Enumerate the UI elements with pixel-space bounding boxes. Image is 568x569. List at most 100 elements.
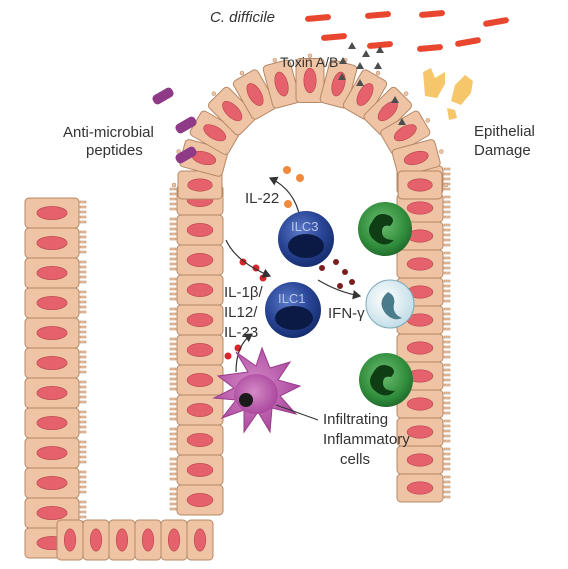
il1b-label: IL-1β/	[224, 284, 263, 301]
epithelial-cell	[262, 59, 301, 109]
microvillus	[79, 260, 87, 264]
microvillus	[79, 265, 87, 269]
toxin-icon	[362, 50, 370, 57]
microvillus	[443, 289, 451, 293]
microvillus	[443, 378, 451, 382]
epithelial-cell	[108, 519, 136, 561]
nucleus	[141, 528, 155, 552]
microvillus	[79, 505, 87, 509]
nucleus	[167, 528, 181, 552]
microvillus	[169, 247, 177, 251]
microvillus	[79, 450, 87, 454]
microvillus	[79, 370, 87, 374]
microvillus	[443, 340, 451, 344]
microvillus	[443, 177, 451, 181]
ifng-label: IFN-γ	[328, 305, 365, 322]
microvillus	[169, 457, 177, 461]
nucleus	[406, 257, 434, 271]
microvillus	[169, 202, 177, 206]
nucleus	[36, 206, 68, 220]
microvillus	[169, 442, 177, 446]
amp-icon	[175, 146, 197, 164]
nucleus	[393, 124, 417, 142]
left-crypt-wall	[24, 197, 87, 559]
microvillus	[443, 243, 451, 247]
microvillus	[79, 295, 87, 299]
nucleus	[406, 201, 434, 215]
pathogen-label: C. difficile	[210, 9, 275, 26]
epithelial-cell	[207, 86, 257, 136]
microvillus	[79, 280, 87, 284]
epithelial-cell	[134, 519, 162, 561]
toxin-icon	[374, 62, 382, 69]
bacteria-group	[305, 10, 509, 52]
nucleus	[186, 283, 214, 297]
epithelial-cell	[24, 197, 80, 229]
microvillus	[443, 261, 451, 265]
microvillus	[443, 406, 451, 410]
epithelial-cell	[176, 454, 224, 486]
microvillus	[169, 432, 177, 436]
nucleus	[115, 528, 129, 552]
epithelial-cell	[295, 58, 325, 103]
infil-label-line2: Inflammatory	[323, 431, 410, 448]
microvillus	[79, 220, 87, 224]
bacteria-icon	[321, 33, 347, 41]
nucleus	[36, 416, 68, 430]
nucleus	[222, 101, 243, 122]
microvillus	[169, 317, 177, 321]
microvillus	[169, 257, 177, 261]
il22-cytokines	[283, 166, 304, 208]
microvillus	[79, 300, 87, 304]
ilc3-label: ILC3	[291, 219, 318, 234]
microvillus	[443, 424, 451, 428]
microvillus	[169, 407, 177, 411]
epithelial-cell	[391, 139, 441, 177]
microvillus	[79, 310, 87, 314]
nucleus	[203, 124, 227, 142]
microvillus	[443, 480, 451, 484]
microvillus	[79, 240, 87, 244]
microvillus	[79, 390, 87, 394]
microvillus	[79, 425, 87, 429]
microvillus	[79, 325, 87, 329]
toxin-icon	[398, 118, 406, 125]
microvillus	[443, 475, 451, 479]
epithelial-cell	[176, 484, 224, 516]
nucleus	[36, 266, 68, 280]
microvillus	[79, 460, 87, 464]
nucleus	[186, 223, 214, 237]
nucleus	[186, 493, 214, 507]
microvillus	[443, 411, 451, 415]
nucleus	[36, 296, 68, 310]
microvillus	[169, 347, 177, 351]
microvillus	[79, 360, 87, 364]
epithelial-cell	[24, 467, 80, 499]
microvillus	[169, 357, 177, 361]
ilc-to-neutrophil-arrow	[317, 279, 362, 300]
microvillus	[169, 497, 177, 501]
microvillus	[79, 380, 87, 384]
nucleus	[403, 150, 429, 166]
microvillus	[443, 434, 451, 438]
nucleus	[186, 253, 214, 267]
microvillus	[443, 294, 451, 298]
microvillus	[211, 91, 217, 96]
microvillus	[443, 368, 451, 372]
microvillus	[169, 417, 177, 421]
microvillus	[169, 342, 177, 346]
microvillus	[79, 205, 87, 209]
microvillus	[443, 391, 451, 395]
epithelial-cell	[396, 333, 444, 363]
microvillus	[443, 200, 451, 204]
nucleus	[36, 476, 68, 490]
epithelial-cell	[24, 257, 80, 289]
microvillus	[443, 172, 451, 176]
microvillus	[403, 91, 409, 96]
microvillus	[79, 275, 87, 279]
amp-group	[152, 87, 197, 164]
microvillus	[443, 490, 451, 494]
nucleus	[36, 446, 68, 460]
microvillus	[169, 227, 177, 231]
microvillus	[169, 387, 177, 391]
